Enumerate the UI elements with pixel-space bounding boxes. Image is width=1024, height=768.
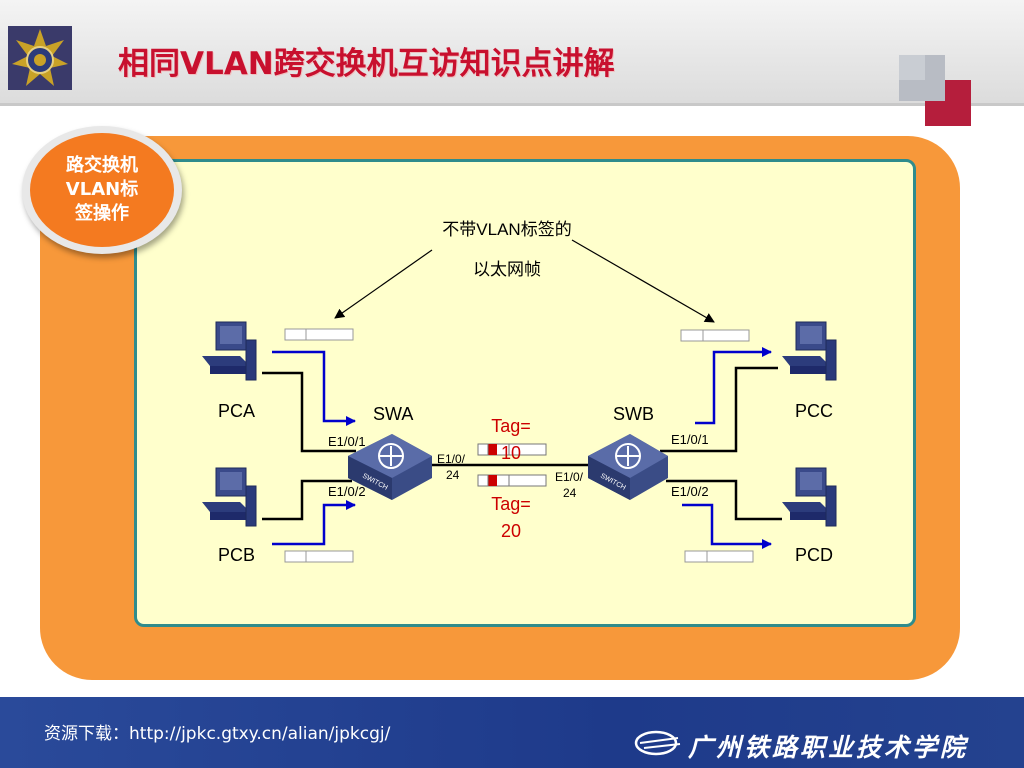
untagged-frame-pcc [680,329,750,342]
badge-line-2: VLAN标 [65,179,139,200]
host-label-pcb: PCB [218,545,255,565]
topic-badge: 路交换机 VLAN标 签操作 [22,126,182,254]
cable-pcb-swa [262,479,352,521]
port-label-swa-e1-0-1: E1/0/1 [328,434,366,449]
school-logo-icon [634,730,681,756]
tag-label-10-line1: Tag= [491,416,531,436]
switch-label-swb: SWB [613,404,654,424]
badge-line-1: 路交换机 [66,155,138,176]
flow-arrow-pcd [682,503,772,549]
slide-header [0,0,1024,103]
tag-label-10-line2: 10 [501,443,521,463]
frame-note-line1: 不带VLAN标签的 [442,220,571,239]
switch-label-swa: SWA [373,404,413,424]
cable-pca-swa [262,371,356,453]
port-label-swb-e1-0-2: E1/0/2 [671,484,709,499]
switch-icon-swa: SWITCH [348,434,432,500]
corner-decoration-grey-light [899,55,925,80]
port-label-swb-e1-0-1: E1/0/1 [671,432,709,447]
cable-pcc-swb [660,366,778,453]
flow-arrow-pca [272,350,356,426]
school-name: 广州铁路职业技术学院 [688,733,969,762]
flow-arrow-pcb [272,500,356,546]
cable-pcd-swb [666,479,782,521]
host-label-pca: PCA [218,401,255,421]
port-label-swa-e1-0-24a: E1/0/ [437,452,466,466]
flow-arrow-pcc [695,347,772,425]
header-divider [0,103,1024,106]
pc-icon-pcc [781,321,837,381]
pc-icon-pcb [201,467,257,527]
port-label-swa-e1-0-24b: 24 [446,468,460,482]
host-label-pcc: PCC [795,401,833,421]
untagged-frame-pca [284,328,354,341]
diagram-panel [134,159,916,627]
port-label-swb-e1-0-24b: 24 [563,486,577,500]
slide-footer [0,697,1024,768]
resource-link[interactable]: 资源下载：http://jpkc.gtxy.cn/alian/jpkcgj/ [44,724,391,744]
note-arrow-left [334,249,433,319]
topic-badge-inner: 路交换机 VLAN标 签操作 [30,133,174,247]
host-label-pcd: PCD [795,545,833,565]
frame-note-line2: 以太网帧 [473,260,541,279]
tagged-frame-vlan20 [477,474,547,487]
school-emblem-icon [8,26,72,90]
pc-icon-pca [201,321,257,381]
note-arrow-right [571,239,715,323]
untagged-frame-pcb [284,550,354,563]
port-label-swb-e1-0-24a: E1/0/ [555,470,584,484]
badge-line-3: 签操作 [75,203,129,224]
tag-label-20-line1: Tag= [491,494,531,514]
pc-icon-pcd [781,467,837,527]
untagged-frame-pcd [684,550,754,563]
port-label-swa-e1-0-2: E1/0/2 [328,484,366,499]
tagged-frame-vlan10 [477,443,547,456]
tag-label-20-line2: 20 [501,521,521,541]
page-title: 相同VLAN跨交换机互访知识点讲解 [118,46,615,82]
switch-icon-swb: SWITCH [588,434,668,500]
